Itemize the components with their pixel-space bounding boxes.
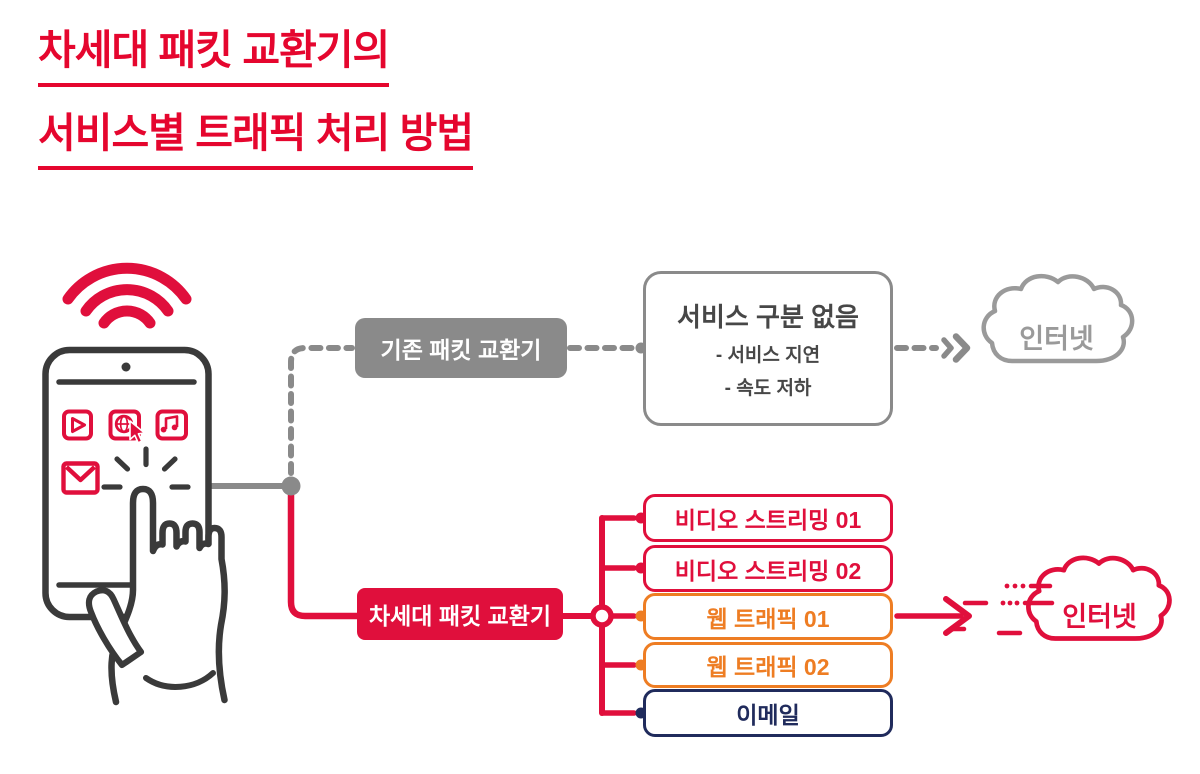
service-label: 웹 트래픽 01 (706, 605, 830, 632)
service-box-web-traffic-01: 웹 트래픽 01 (643, 593, 893, 640)
nextgen-switch-box: 차세대 패킷 교환기 (357, 588, 563, 640)
thumb (85, 587, 145, 669)
legacy-switch-box: 기존 패킷 교환기 (355, 318, 567, 378)
wrist-crease (143, 670, 216, 690)
service-box-video-streaming-01: 비디오 스트리밍 01 (643, 494, 893, 542)
service-box-web-traffic-02: 웹 트래픽 02 (643, 642, 893, 688)
page-title-line-1: 차세대 패킷 교환기의 (38, 16, 390, 87)
nextgen-switch-label: 차세대 패킷 교환기 (368, 603, 552, 629)
page-title-line-2: 서비스별 트래픽 처리 방법 (38, 99, 474, 170)
page-title: 차세대 패킷 교환기의 서비스별 트래픽 처리 방법 (38, 16, 474, 182)
hand-illustration (85, 485, 228, 706)
speed-arrow-icon (894, 583, 1055, 636)
service-box-email: 이메일 (643, 689, 893, 737)
cloud-red-icon (1026, 555, 1172, 641)
service-label: 이메일 (736, 702, 800, 728)
service-label: 비디오 스트리밍 02 (674, 557, 862, 584)
legacy-route-line (206, 333, 971, 496)
service-box-video-streaming-02: 비디오 스트리밍 02 (643, 545, 893, 592)
music-note-icon (155, 409, 188, 441)
service-label: 비디오 스트리밍 01 (674, 507, 862, 533)
nextgen-cloud-label: 인터넷 (1062, 602, 1137, 632)
summary-heading: 서비스 구분 없음 (677, 302, 859, 332)
dashed-arrowhead-icon (941, 337, 954, 359)
junction-dot (281, 476, 301, 496)
service-label: 웹 트래픽 02 (706, 654, 830, 680)
summary-item-delay: - 서비스 지연 (715, 345, 821, 366)
web-globe-cursor-icon (108, 409, 146, 444)
phone-camera-dot (121, 362, 131, 372)
junction-ring (590, 604, 614, 628)
finger-tap-icon (101, 446, 191, 490)
wifi-signal-icon (62, 262, 192, 329)
legacy-cloud-label: 인터넷 (1019, 324, 1094, 354)
video-play-icon (62, 409, 93, 441)
mail-envelope-icon (61, 461, 100, 495)
summary-item-slowdown: - 속도 저하 (724, 378, 812, 399)
cloud-gray-icon (981, 273, 1135, 364)
legacy-switch-label: 기존 패킷 교환기 (380, 337, 542, 363)
service-summary-box: 서비스 구분 없음 - 서비스 지연 - 속도 저하 (643, 271, 893, 426)
